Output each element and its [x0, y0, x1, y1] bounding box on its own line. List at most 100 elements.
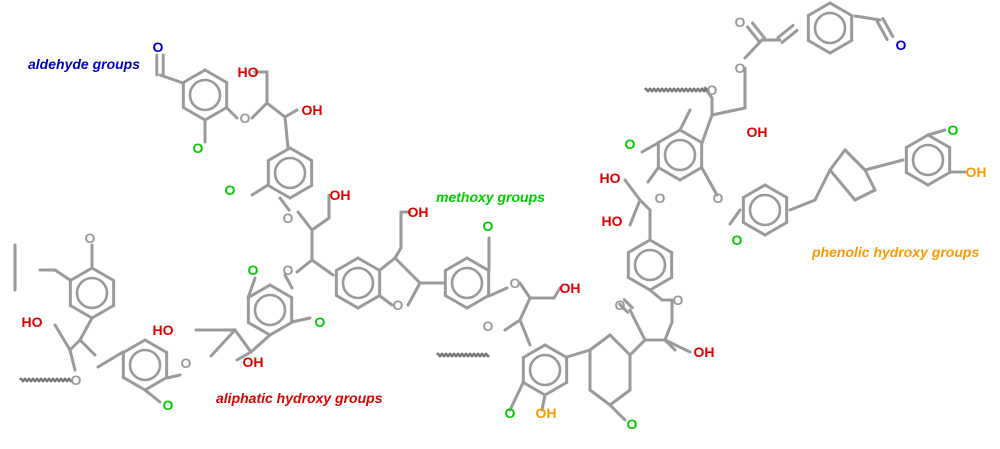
bond [788, 198, 817, 212]
methoxy-oxygen-label: O [732, 232, 743, 248]
bond [828, 148, 847, 172]
bond [393, 256, 422, 285]
aromatic-ring [266, 184, 292, 200]
ether-oxygen-label: O [707, 82, 718, 98]
aromatic-ring [246, 283, 272, 299]
bond [249, 333, 272, 354]
aliphatic-hydroxyl-label: HO [602, 213, 623, 229]
ether-oxygen-label: O [735, 14, 746, 30]
aromatic-ring [926, 133, 952, 149]
aromatic-ring-circle [633, 248, 667, 282]
bond [588, 333, 612, 352]
aliphatic-hydroxyl-label: OH [694, 344, 715, 360]
bond [233, 328, 253, 354]
aromatic-ring [648, 276, 674, 292]
aromatic-ring [828, 39, 854, 55]
bond [250, 101, 269, 120]
caption-methoxy-groups: methoxy groups [436, 189, 545, 205]
aliphatic-hydroxyl-label: HO [22, 314, 43, 330]
bond [310, 216, 331, 232]
bond [623, 178, 642, 202]
bond [776, 24, 795, 40]
aromatic-ring [465, 256, 491, 272]
aromatic-ring [356, 256, 382, 272]
caption-aldehyde-groups: aldehyde groups [28, 56, 141, 72]
bond [728, 208, 742, 226]
bond [780, 28, 799, 44]
bond [518, 296, 532, 322]
bond [250, 183, 270, 197]
aromatic-ring [334, 256, 360, 272]
bond [622, 298, 634, 310]
bond [710, 106, 747, 117]
bond [746, 25, 762, 44]
bond [209, 328, 237, 358]
bond [843, 148, 867, 172]
bond [378, 256, 397, 272]
bond [235, 350, 253, 362]
bond [53, 323, 72, 352]
aromatic-ring-circle [528, 353, 562, 387]
ether-oxygen-label: O [655, 190, 666, 206]
aromatic-ring [543, 381, 569, 397]
polymer-continuation-mark [644, 87, 710, 93]
bond [588, 388, 612, 407]
bond [283, 115, 290, 150]
bond [646, 166, 660, 184]
bond [518, 281, 532, 300]
aromatic-ring-circle [450, 266, 484, 300]
bond [225, 106, 239, 120]
bond [296, 210, 314, 232]
bond [648, 288, 664, 302]
aromatic-ring [268, 321, 294, 337]
bond [78, 338, 97, 357]
aromatic-ring [656, 128, 682, 144]
bond [53, 268, 72, 282]
aromatic-ring [181, 68, 207, 84]
aromatic-ring [143, 338, 169, 354]
aromatic-ring-circle [663, 138, 697, 172]
aromatic-ring [828, 1, 854, 17]
aromatic-ring [90, 304, 116, 320]
polymer-continuation-mark [436, 352, 490, 358]
aromatic-ring [90, 266, 116, 282]
aromatic-ring [543, 343, 569, 359]
aromatic-ring-circle [128, 348, 162, 382]
aromatic-ring [741, 221, 767, 237]
aromatic-ring [334, 294, 360, 310]
aromatic-ring-circle [188, 78, 222, 112]
aromatic-ring-circle [341, 266, 375, 300]
methoxy-oxygen-label: O [625, 136, 636, 152]
aromatic-ring [806, 39, 832, 55]
bond [283, 108, 299, 119]
aromatic-ring-circle [75, 276, 109, 310]
bond [290, 316, 312, 324]
bond [378, 294, 394, 307]
aldehyde-oxygen-label: O [896, 37, 907, 53]
aldehyde-oxygen-label: O [153, 39, 164, 55]
aromatic-ring [121, 338, 147, 354]
ether-oxygen-label: O [713, 190, 724, 206]
aromatic-ring [181, 106, 207, 122]
bond [700, 166, 719, 197]
aromatic-ring [763, 221, 789, 237]
bond [663, 320, 674, 342]
bond [78, 316, 94, 342]
aromatic-ring-circle [748, 193, 782, 227]
aromatic-ring [904, 171, 930, 187]
bond [406, 281, 422, 307]
bond [638, 198, 652, 212]
ether-oxygen-label: O [240, 110, 251, 126]
methoxy-oxygen-label: O [505, 405, 516, 421]
ether-oxygen-label: O [283, 262, 294, 278]
ether-oxygen-label: O [673, 292, 684, 308]
aromatic-ring [203, 68, 229, 84]
bond [310, 258, 335, 277]
bond [246, 276, 257, 300]
bond [552, 286, 562, 300]
methoxy-oxygen-label: O [627, 416, 638, 432]
aliphatic-hydroxyl-label: OH [408, 204, 429, 220]
methoxy-oxygen-label: O [225, 182, 236, 198]
aromatic-ring [356, 294, 382, 310]
aliphatic-hydroxyl-label: HO [238, 64, 259, 80]
